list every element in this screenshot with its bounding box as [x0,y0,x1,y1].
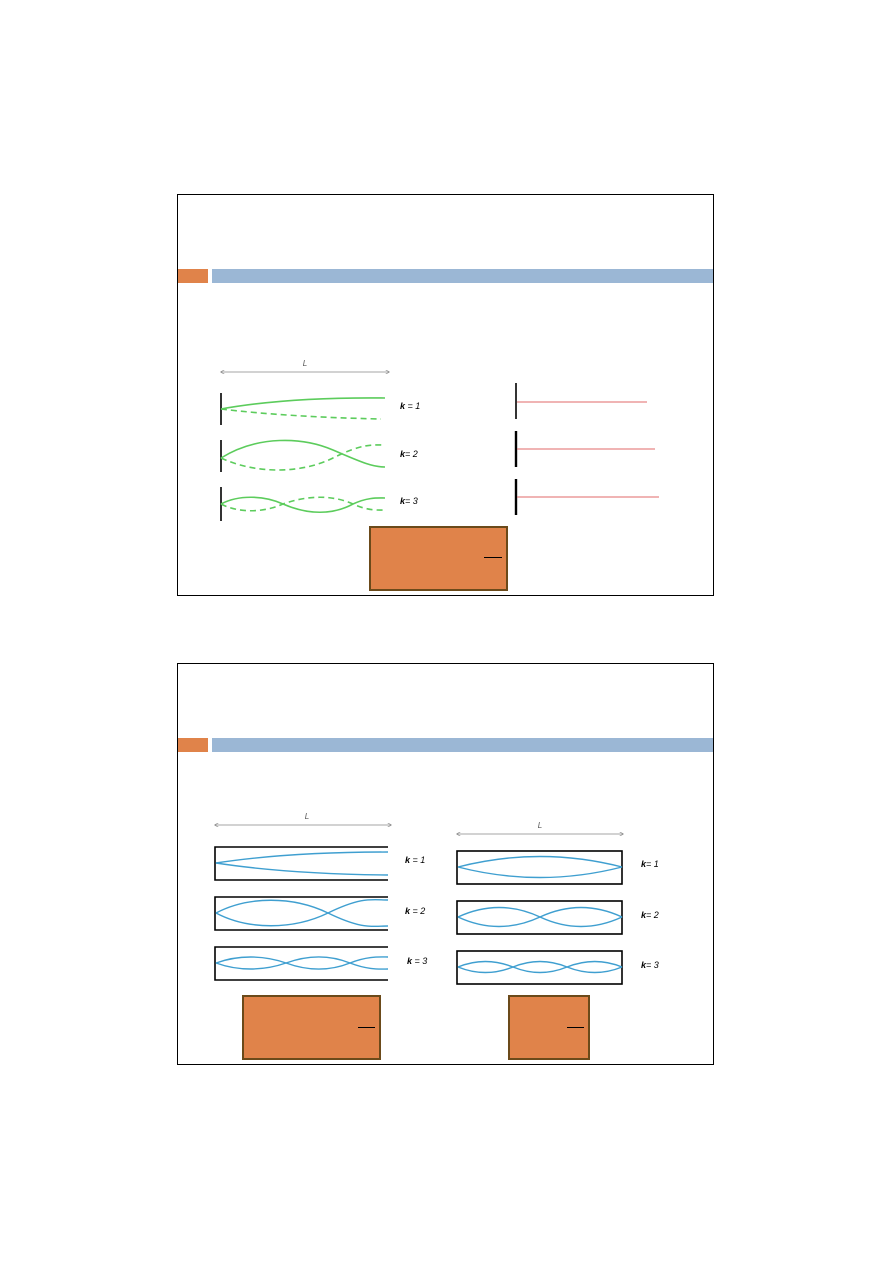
length-label: L [303,359,307,368]
open-pipe-2 [214,896,388,931]
right-length-label: L [538,821,542,830]
mode-2-wave [220,439,386,468]
mode-1-wave-dashed [220,408,382,420]
open-pipe-modes [214,846,389,981]
title-accent-block [178,738,208,752]
open-pipe-1 [214,846,388,881]
formula-box-closed [508,995,590,1060]
mode-1-wave [220,397,386,410]
mode-3-label: k= 3 [400,496,418,506]
right-mode-3-label: k= 3 [641,960,659,970]
right-mode-2-label: k= 2 [641,910,659,920]
closed-pipe-3-wave-b [457,960,623,974]
open-pipe-2-wave-b [215,898,389,927]
open-pipe-3-wave-a [215,956,389,970]
mode-3-wave-dashed [220,496,386,512]
closed-pipe-3-wave-a [457,960,623,974]
slide-1: L k = 1 k= 2 k= 3 [177,194,714,596]
title-accent-block [178,269,208,283]
fraction-bar [567,1027,584,1028]
formula-box [369,526,508,591]
title-bar [212,269,713,283]
left-mode-3-label: k = 3 [407,956,427,966]
left-length-label: L [305,812,309,821]
slide-1-figure: L k = 1 k= 2 k= 3 [220,359,659,521]
left-mode-2-label: k = 2 [405,906,425,916]
slide-2-figure: L k = 1 k = 2 k = 3 L [214,812,659,985]
closed-pipe-modes [456,850,623,985]
right-mode-1-label: k= 1 [641,859,659,869]
closed-pipe-3 [456,950,623,985]
open-pipe-3 [214,946,388,981]
closed-pipe-1-wave-b [457,866,623,879]
closed-pipe-2-wave-b [457,906,623,928]
fixed-rod-diagrams [514,383,659,515]
title-bar [212,738,713,752]
mode-2-label: k= 2 [400,449,418,459]
mode-3-wave [220,496,386,513]
mode-1-label: k = 1 [400,401,420,411]
closed-pipe-1-wave-a [457,855,623,868]
left-mode-1-label: k = 1 [405,855,425,865]
fraction-bar [484,557,502,558]
open-pipe-3-wave-b [215,956,389,970]
fraction-bar [358,1027,375,1028]
formula-box-open [242,995,381,1060]
open-pipe-1-wave-a [215,851,389,864]
open-pipe-1-wave-b [215,862,389,876]
mode-2-wave-dashed [220,444,386,471]
slide-2: L k = 1 k = 2 k = 3 L [177,663,714,1065]
string-modes [220,393,386,521]
